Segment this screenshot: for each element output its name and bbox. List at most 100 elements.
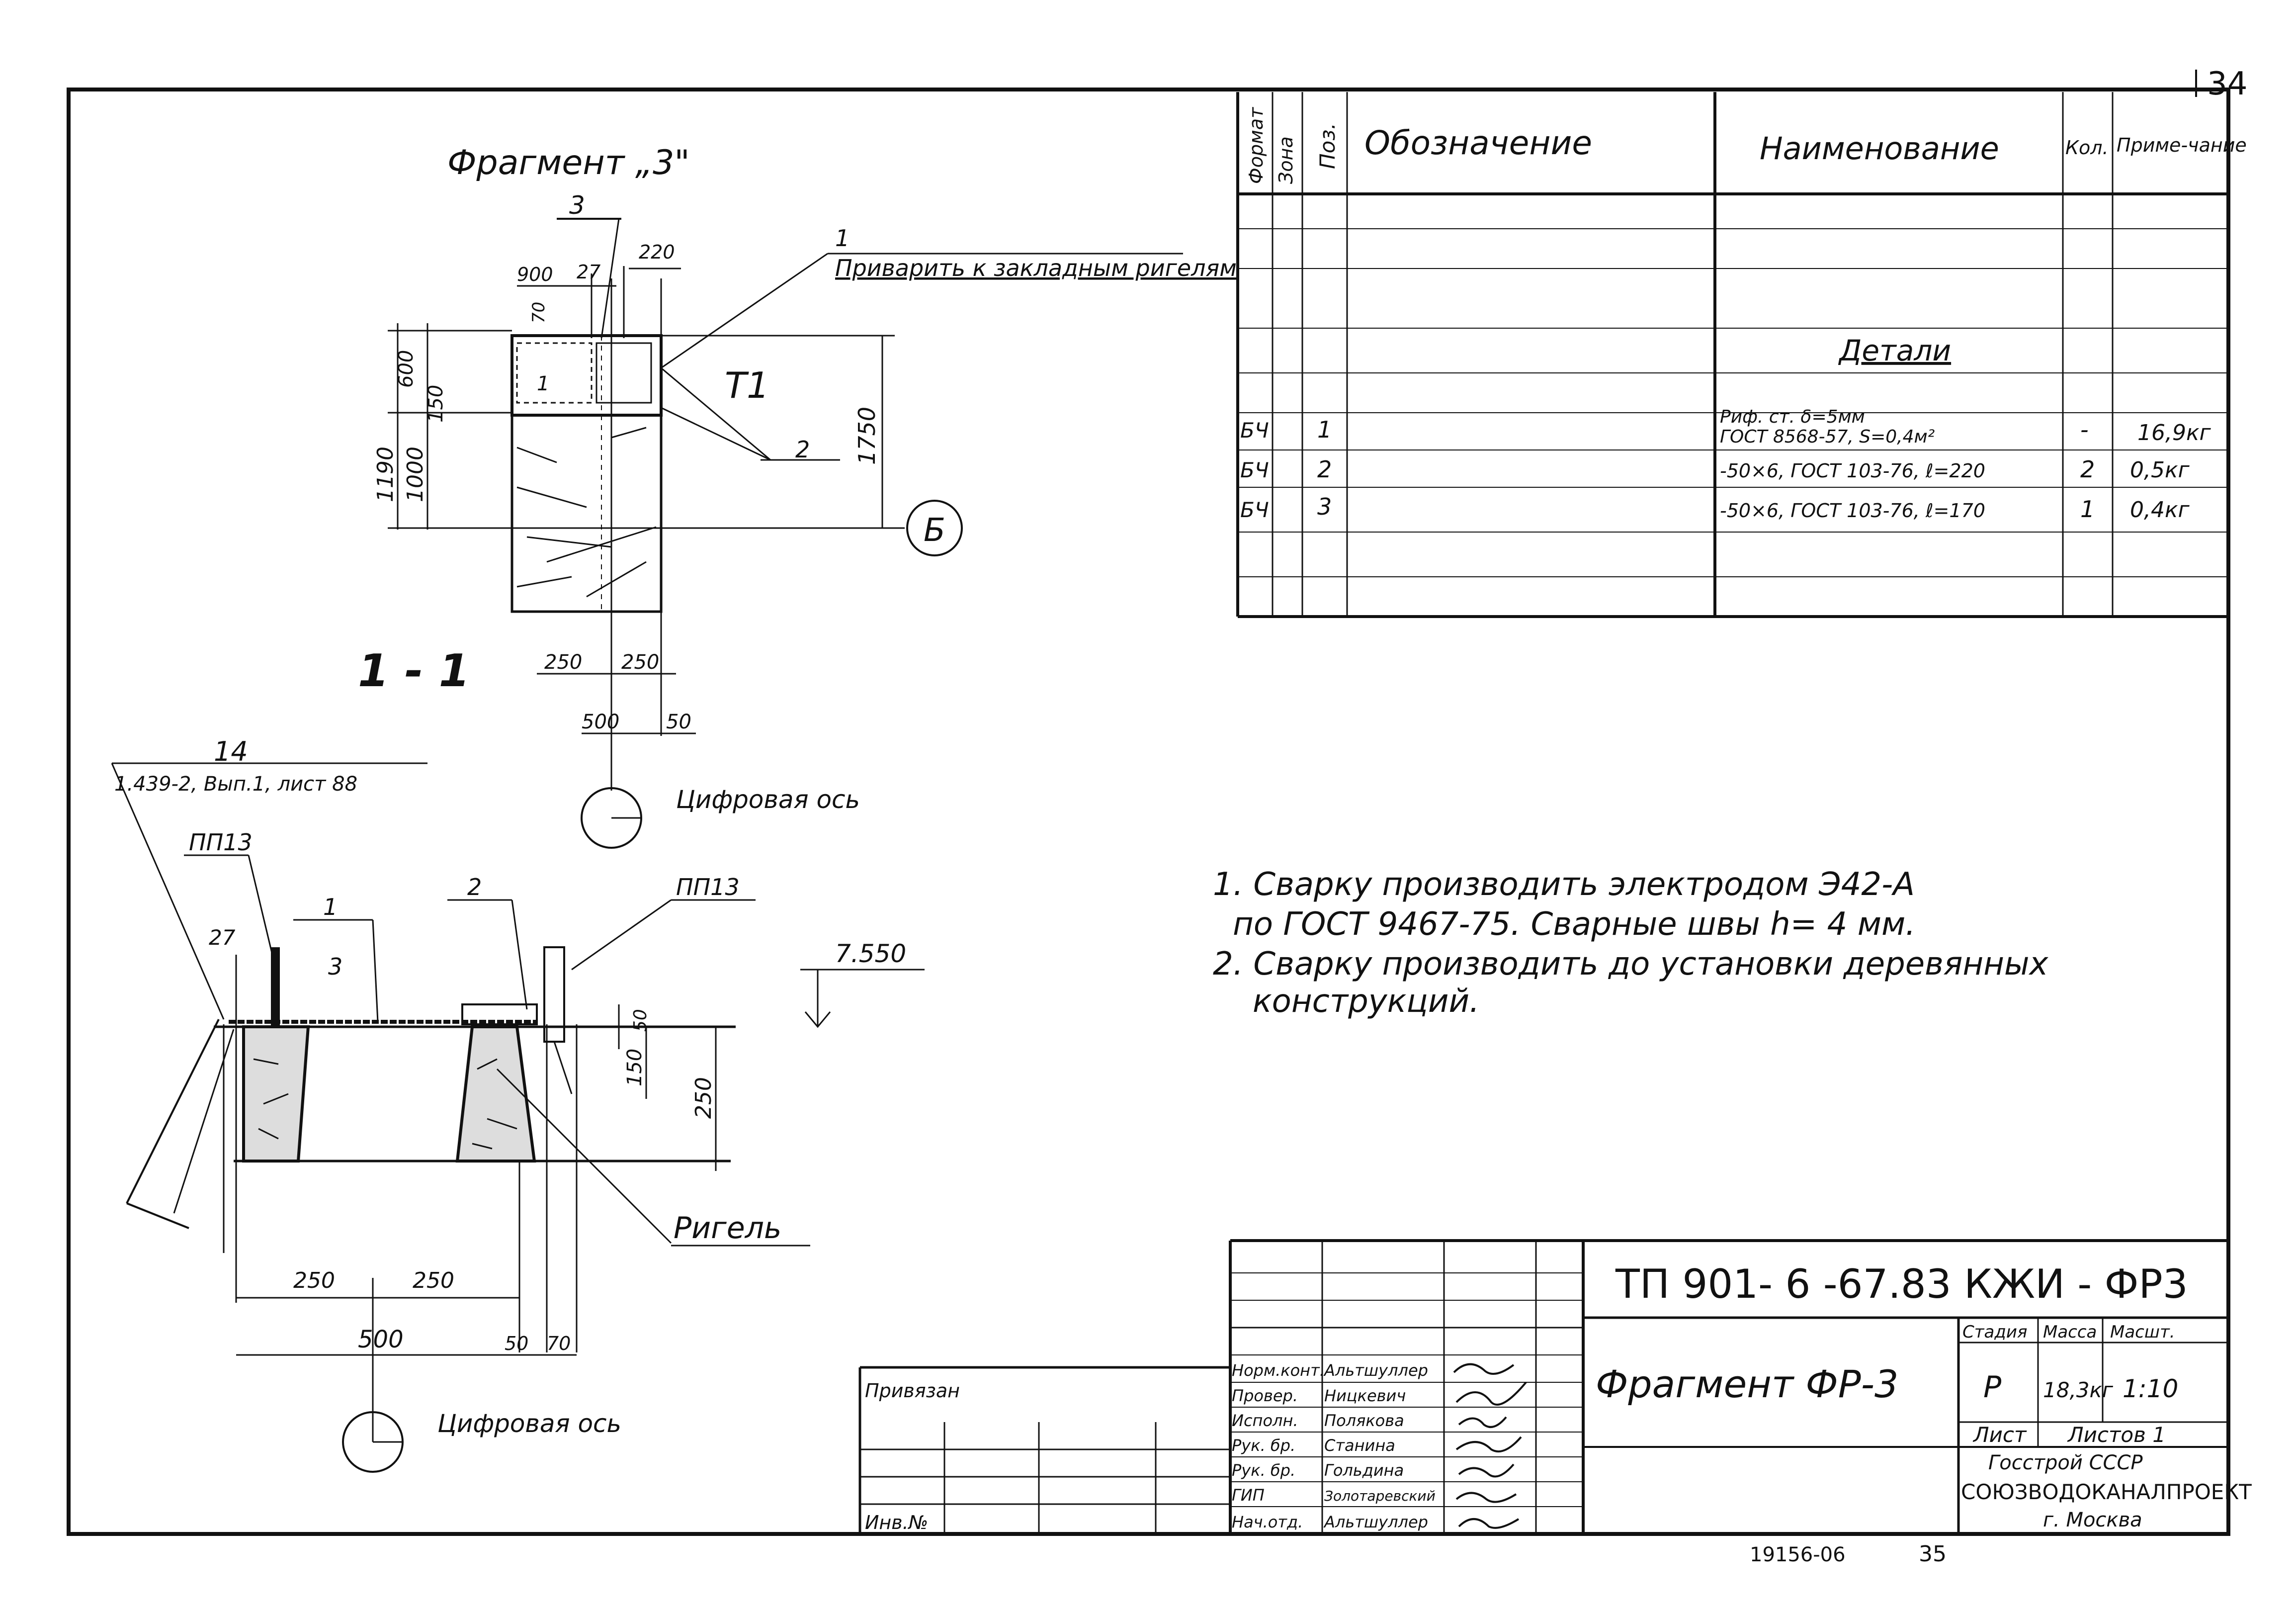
general-notes: 1. Сварку производить электродом Э42-А п…: [1213, 866, 2049, 1020]
row1-format: БЧ: [1240, 418, 1269, 443]
callout-2-plan: 2: [467, 874, 482, 900]
row2-name: -50×6, ГОСТ 103-76, ℓ=220: [1720, 460, 1985, 482]
note-line-2: по ГОСТ 9467-75. Сварные швы h= 4 мм.: [1233, 906, 1916, 943]
role-1: Провер.: [1232, 1386, 1298, 1405]
dim-27: 27: [577, 261, 600, 283]
dim-150-plan: 150: [623, 1049, 646, 1086]
dim-70: 70: [529, 302, 549, 323]
note-line-4: конструкций.: [1253, 983, 1479, 1020]
inv-label: Инв.№: [865, 1512, 928, 1533]
svg-text:1: 1: [537, 372, 549, 395]
callout-3-plan: 3: [328, 953, 342, 980]
header-pos: Поз.: [1315, 123, 1340, 169]
pp13-left: ПП13: [189, 829, 253, 856]
pp13-right: ПП13: [676, 874, 740, 900]
header-zone: Зона: [1275, 136, 1297, 184]
weld-note-text: Приварить к закладным ригелям: [835, 255, 1237, 281]
weld-symbol: Т1: [725, 364, 769, 406]
plan-reference: 14: [214, 736, 248, 767]
mass-label: Масса: [2043, 1322, 2097, 1342]
dim-250-a: 250: [544, 651, 582, 674]
row2-format: БЧ: [1240, 458, 1269, 482]
title-block: Привязан Инв.№ Норм.конт. Альтшуллер Про…: [858, 1239, 2252, 1534]
dim-250-plan-a: 250: [293, 1268, 335, 1293]
note-line-3: 2. Сварку производить до установки дерев…: [1213, 946, 2049, 983]
dim-50-top: 50: [666, 711, 691, 733]
stage-value: Р: [1983, 1370, 2002, 1405]
org-line-1: Госстрой СССР: [1988, 1451, 2143, 1474]
digital-axis-top-text: Цифровая ось: [676, 785, 860, 814]
dim-150: 150: [425, 385, 447, 423]
dim-1190: 1190: [373, 447, 398, 502]
callout-2-top: 2: [795, 436, 810, 463]
note-line-1: 1. Сварку производить электродом Э42-А: [1213, 866, 1915, 903]
header-qty: Кол.: [2065, 137, 2109, 159]
row2-note: 0,5кг: [2130, 457, 2190, 483]
digital-axis-bottom-text: Цифровая ось: [437, 1409, 621, 1438]
row1-name-line2: ГОСТ 8568-57, S=0,4м²: [1720, 427, 1935, 447]
row2-qty: 2: [2080, 456, 2095, 483]
dim-70-plan: 70: [547, 1333, 571, 1354]
stage-label: Стадия: [1962, 1322, 2027, 1342]
org-line-3: г. Москва: [2043, 1509, 2142, 1531]
section-label: 1 - 1: [358, 645, 470, 697]
name-0: Альтшуллер: [1323, 1361, 1428, 1380]
callout-1-top: 1: [835, 225, 850, 252]
role-6: Нач.отд.: [1232, 1513, 1303, 1531]
row3-qty: 1: [2080, 496, 2095, 523]
beam-label: Ригель: [674, 1211, 781, 1246]
role-3: Рук. бр.: [1232, 1436, 1295, 1455]
beam-section-drawing: 14 1.439-2, Вып.1, лист 88 ПП13 ПП13 27 …: [111, 736, 925, 1473]
specification-table: Формат Зона Поз. Обозначение Наименовани…: [1236, 92, 2247, 618]
dim-50-plan: 50: [630, 1009, 651, 1032]
row1-pos: 1: [1317, 416, 1332, 443]
dim-220: 220: [639, 241, 675, 263]
callout-3-top: 3: [569, 191, 585, 220]
name-2: Полякова: [1324, 1411, 1404, 1430]
callout-27: 27: [209, 925, 236, 950]
sheets-label: Листов 1: [2067, 1423, 2166, 1447]
drawing-code: ТП 901- 6 -67.83 КЖИ - ФР3: [1615, 1261, 2188, 1307]
elevation-mark: 7.550: [835, 939, 906, 968]
row3-note: 0,4кг: [2130, 497, 2190, 523]
archive-number: 19156-06: [1750, 1543, 1846, 1566]
row1-note: 16,9кг: [2137, 420, 2211, 446]
dim-50-plan-b: 50: [505, 1333, 528, 1354]
row2-pos: 2: [1317, 456, 1332, 483]
dim-1000: 1000: [403, 447, 428, 502]
role-0: Норм.конт.: [1232, 1361, 1325, 1380]
name-6: Альтшуллер: [1323, 1513, 1428, 1531]
row3-pos: 3: [1317, 493, 1332, 520]
sheet-label: Лист: [1972, 1423, 2027, 1447]
header-format: Формат: [1245, 106, 1267, 184]
row1-qty: -: [2080, 416, 2089, 443]
copy-page-number: 35: [1919, 1541, 1947, 1567]
fragment-3-drawing: Фрагмент „3" 3 900 27 220 70 600 150 119…: [358, 143, 1237, 849]
axis-b-label: Б: [924, 512, 945, 549]
name-5: Золотаревский: [1324, 1488, 1436, 1504]
plan-reference-doc: 1.439-2, Вып.1, лист 88: [114, 773, 357, 796]
org-line-2: СОЮЗВОДОКАНАЛПРОЕКТ: [1961, 1480, 2252, 1504]
mass-value: 18,3кг: [2043, 1378, 2114, 1402]
row1-name-line1: Риф. ст. δ=5мм: [1720, 407, 1865, 427]
drawing-name: Фрагмент ФР-3: [1596, 1362, 1898, 1406]
name-3: Станина: [1324, 1436, 1395, 1455]
scale-value: 1:10: [2123, 1374, 2178, 1403]
spec-section-title: Детали: [1838, 334, 1951, 367]
role-5: ГИП: [1232, 1486, 1265, 1505]
callout-1-plan: 1: [323, 894, 338, 920]
role-2: Исполн.: [1232, 1411, 1298, 1430]
dim-500-top: 500: [582, 711, 619, 733]
row3-format: БЧ: [1240, 498, 1269, 522]
fragment-title: Фрагмент „3": [447, 143, 690, 182]
sheet-frame: [67, 88, 2230, 1536]
page-number: 34: [2207, 66, 2247, 102]
dim-250-b: 250: [621, 651, 659, 674]
attached-label: Привязан: [865, 1380, 960, 1402]
scale-label: Масшт.: [2110, 1322, 2175, 1342]
dim-900: 900: [517, 264, 553, 285]
row3-name: -50×6, ГОСТ 103-76, ℓ=170: [1720, 500, 1985, 522]
dim-600: 600: [395, 350, 418, 388]
